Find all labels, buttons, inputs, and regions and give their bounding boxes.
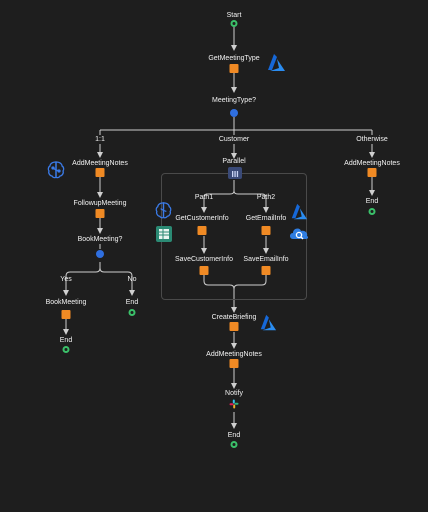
end-yes-label: End xyxy=(59,337,73,344)
save-customer-info-label: SaveCustomerInfo xyxy=(175,256,233,263)
parallel-label: Parallel xyxy=(222,158,246,165)
book-meeting-node[interactable] xyxy=(61,310,71,319)
save-email-info-node[interactable] xyxy=(261,266,271,275)
yes-label: Yes xyxy=(60,276,72,283)
notify-label: Notify xyxy=(225,390,243,397)
start-label: Start xyxy=(226,12,242,19)
center-add-notes-node[interactable] xyxy=(229,359,239,368)
book-meeting-decision[interactable] xyxy=(96,250,104,258)
path2-label: Path2 xyxy=(256,194,276,201)
followup-node[interactable] xyxy=(95,209,105,218)
end-center-label: End xyxy=(227,432,241,439)
right-add-notes-node[interactable] xyxy=(367,168,377,177)
slack-icon[interactable] xyxy=(229,399,239,409)
end-right-node[interactable] xyxy=(368,208,376,215)
branch-otherwise-label: Otherwise xyxy=(356,136,388,143)
start-node[interactable] xyxy=(230,20,238,27)
get-customer-info-label: GetCustomerInfo xyxy=(175,215,229,222)
parallel-group-frame xyxy=(161,173,307,300)
create-briefing-node[interactable] xyxy=(229,322,239,331)
get-email-info-label: GetEmailInfo xyxy=(245,215,287,222)
end-no-node[interactable] xyxy=(128,309,136,316)
ai-brain-icon xyxy=(47,161,65,179)
meeting-type-decision[interactable] xyxy=(230,109,238,117)
branch-1-1-label: 1:1 xyxy=(95,136,105,143)
end-right-label: End xyxy=(365,198,379,205)
get-email-info-node[interactable] xyxy=(261,226,271,235)
book-meeting-label: BookMeeting xyxy=(45,299,87,306)
azure-icon xyxy=(268,54,285,71)
left-add-notes-label: AddMeetingNotes xyxy=(72,160,128,167)
parallel-icon xyxy=(232,171,239,177)
book-meeting-decision-label: BookMeeting? xyxy=(77,236,123,243)
azure-icon-briefing xyxy=(260,314,277,331)
meeting-type-label: MeetingType? xyxy=(212,97,256,104)
save-email-info-label: SaveEmailInfo xyxy=(243,256,289,263)
ai-brain-icon-path1 xyxy=(155,202,172,219)
center-add-notes-label: AddMeetingNotes xyxy=(206,351,262,358)
cloud-search-icon xyxy=(290,228,309,240)
followup-label: FollowupMeeting xyxy=(73,200,127,207)
end-yes-node[interactable] xyxy=(62,346,70,353)
get-customer-info-node[interactable] xyxy=(197,226,207,235)
no-label: No xyxy=(127,276,137,283)
parallel-node[interactable] xyxy=(228,167,242,179)
path1-label: Path1 xyxy=(194,194,214,201)
save-customer-info-node[interactable] xyxy=(199,266,209,275)
left-add-notes-node[interactable] xyxy=(95,168,105,177)
spreadsheet-icon xyxy=(156,226,172,242)
get-meeting-type-node[interactable] xyxy=(229,64,239,73)
create-briefing-label: CreateBriefing xyxy=(211,314,257,321)
azure-icon-path2 xyxy=(291,203,308,220)
right-add-notes-label: AddMeetingNotes xyxy=(344,160,400,167)
end-center-node[interactable] xyxy=(230,441,238,448)
branch-customer-label: Customer xyxy=(218,136,250,143)
get-meeting-type-label: GetMeetingType xyxy=(208,55,260,62)
end-no-label: End xyxy=(125,299,139,306)
